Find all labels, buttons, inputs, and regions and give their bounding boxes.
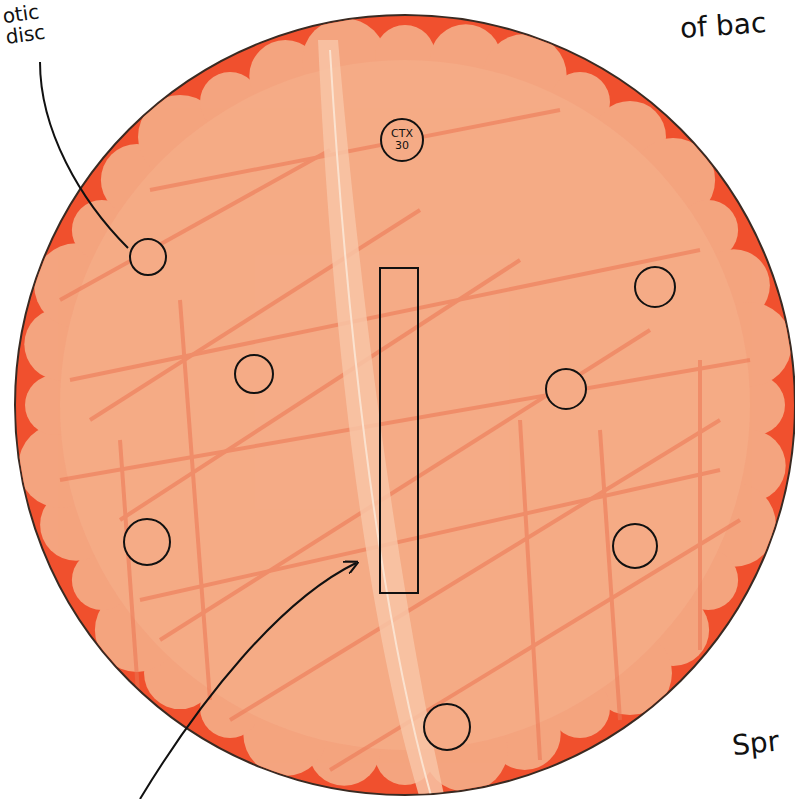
bacterial-lawn <box>18 18 791 799</box>
leader-line <box>40 62 128 248</box>
handwritten-note: of bac <box>679 6 793 43</box>
test-strip <box>380 268 418 593</box>
antibiotic-discs <box>124 239 675 750</box>
handwritten-note: Spr <box>731 725 795 761</box>
disc-code: CTX 30 <box>388 128 417 151</box>
handwritten-note: otic disc <box>1 0 66 48</box>
leader-arrow <box>140 563 356 799</box>
